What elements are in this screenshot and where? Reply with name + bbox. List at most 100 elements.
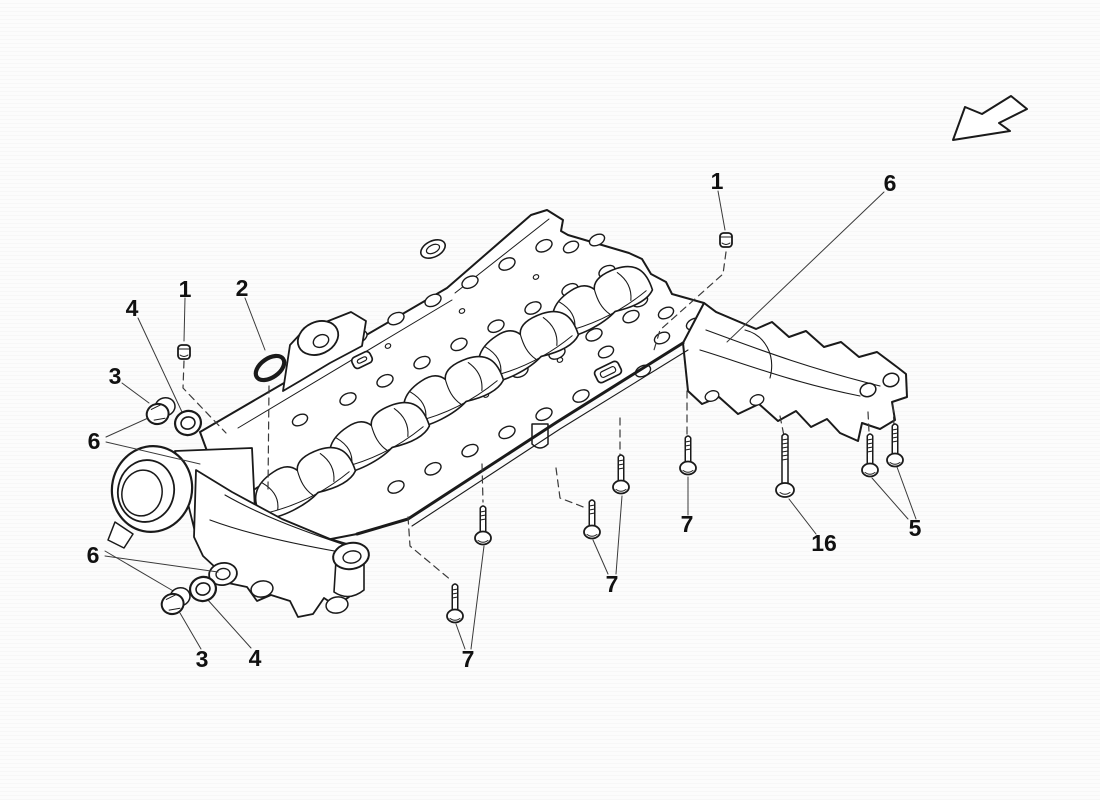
callout-label-7: 7 (681, 511, 694, 537)
deck-hole (450, 337, 468, 352)
saddle-rib (261, 482, 279, 511)
deck-hole (622, 309, 640, 324)
saddle-divider (370, 424, 388, 451)
seal-ring-inner (195, 582, 211, 596)
leader-line (615, 495, 623, 575)
bracket-hole (704, 390, 720, 402)
callout-leader-lines (104, 190, 917, 650)
bolt-thread (479, 514, 487, 517)
saddle-rib (319, 452, 335, 482)
bolt-thread (617, 463, 625, 466)
leader-line-dashed (182, 360, 227, 434)
flange-cylinder-bore (121, 469, 163, 517)
bolt-thread (451, 588, 459, 591)
leader-line-dashed (653, 251, 727, 351)
view-direction-arrow (952, 95, 1028, 141)
saddle-base-line (266, 471, 350, 514)
saddle-rib (542, 316, 558, 346)
leader-line (183, 297, 186, 342)
bracket-hole (882, 372, 900, 388)
bolt-icon (861, 433, 879, 478)
bolt-head-line (682, 470, 694, 473)
bracket-hole (859, 382, 877, 398)
leader-line (871, 477, 909, 520)
bracket-rib (744, 329, 773, 379)
leader-line (137, 317, 183, 413)
callout-label-7: 7 (462, 646, 475, 672)
bolt-thread (479, 510, 487, 513)
callout-label-4: 4 (249, 645, 262, 671)
deck-hole (585, 327, 603, 342)
cap-inner-line (179, 354, 189, 357)
leader-line (104, 555, 219, 573)
bolt-shaft (451, 583, 459, 614)
bolt-thread (479, 518, 487, 521)
bolt-thread (684, 444, 692, 447)
deck-hole (291, 413, 309, 427)
bolt-icon (679, 435, 697, 476)
deck-slot-inner (599, 366, 617, 378)
leader-line (470, 545, 485, 650)
leader-line-dashed (555, 467, 587, 509)
deck-small-hole (532, 274, 540, 280)
bolt-shaft (891, 423, 899, 458)
bolt-thread (588, 508, 596, 511)
bolt-thread (781, 442, 789, 445)
bolt-head (775, 482, 795, 498)
bolt-head-line (615, 489, 627, 492)
bolt-shaft (479, 505, 487, 536)
bolt-shaft (617, 454, 625, 485)
deck-hole (498, 257, 516, 271)
deck-hole (424, 293, 442, 308)
bolt-icon (446, 583, 464, 624)
bolt-head-line (889, 462, 901, 465)
bracket-rib (699, 349, 861, 397)
bolt-icon (474, 505, 492, 546)
bolt-head-line (586, 534, 598, 537)
pickup-arm-rib (224, 494, 346, 546)
bolt-thread (588, 504, 596, 507)
saddle-rib (393, 407, 409, 437)
seal-ring-inner (180, 416, 196, 430)
leader-line (592, 539, 609, 575)
leader-line (788, 498, 817, 535)
leader-line-dashed (267, 385, 270, 490)
callout-label-6: 6 (88, 428, 101, 454)
o-ring-icon (253, 353, 287, 383)
pickup-arm-rib (209, 519, 341, 553)
callout-label-1: 1 (711, 168, 724, 194)
leader-line-dashed (481, 463, 484, 503)
corner-boss-hole (342, 550, 362, 564)
deck-small-hole (556, 357, 564, 363)
callout-label-1: 1 (179, 276, 192, 302)
bolt-thread (781, 446, 789, 449)
callout-label-6: 6 (884, 170, 897, 196)
arm-boss-hole (215, 567, 231, 581)
bolt-thread (781, 454, 789, 457)
bolt-head-line (864, 472, 876, 475)
leader-line-dashed (867, 411, 870, 433)
bolt-shaft (781, 433, 789, 488)
bracket-hole (749, 394, 765, 406)
leader-line (206, 598, 252, 649)
deck-hole (597, 345, 615, 359)
cap-inner-line (721, 242, 731, 245)
deck-slot-inner (356, 356, 368, 364)
leader-line (179, 612, 202, 650)
bolt-thread (617, 459, 625, 462)
seal-ring-icon (173, 409, 203, 437)
leader-line-dashed (779, 415, 785, 437)
bolt-thread (866, 438, 874, 441)
saddle-divider (296, 469, 314, 496)
deck-hole (535, 238, 553, 253)
plug-hex-line (168, 607, 181, 611)
seal-ring-icon (188, 575, 218, 603)
bolt-icon (886, 423, 904, 468)
callout-label-2: 2 (236, 275, 249, 301)
bolt-thread (891, 428, 899, 431)
deck-hole (535, 407, 553, 422)
bracket-rib (705, 329, 881, 387)
screw-plug-icon (160, 586, 191, 616)
